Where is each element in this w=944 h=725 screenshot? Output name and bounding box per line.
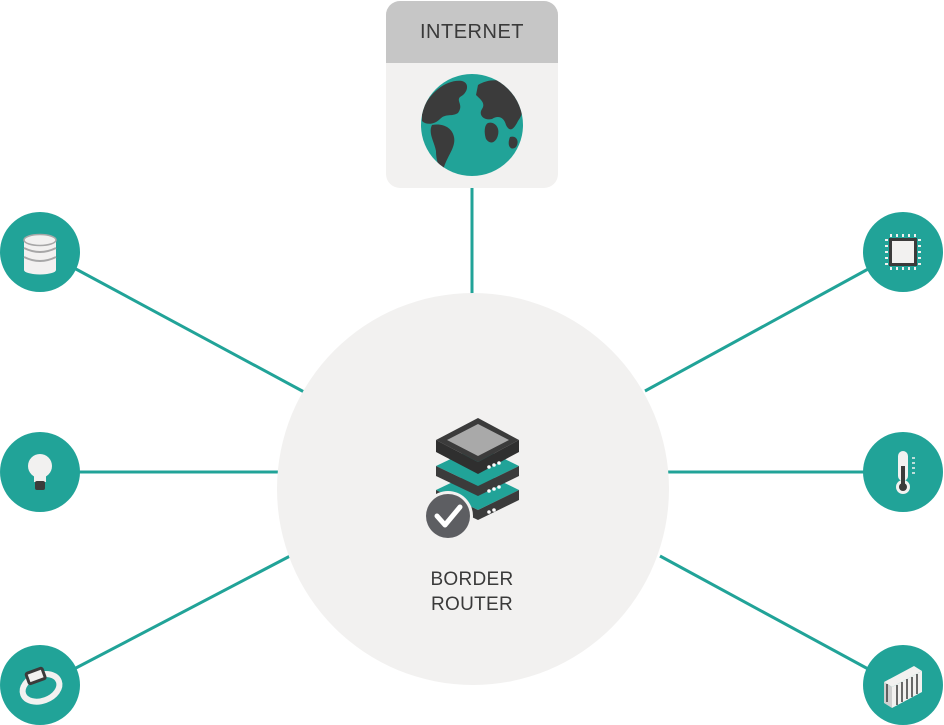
globe-icon [421, 74, 523, 176]
lightbulb-icon [28, 454, 52, 490]
link-smartwatch [73, 553, 293, 671]
server-stack-check-icon [423, 418, 519, 541]
radiator-icon [884, 666, 922, 708]
connector-lines [73, 188, 871, 672]
internet-card[interactable]: INTERNET [386, 1, 558, 188]
link-radiator [659, 554, 871, 672]
internet-label: INTERNET [386, 1, 558, 63]
border-router-label-line1: BORDER [430, 569, 514, 590]
thermometer-icon [896, 451, 915, 494]
smartwatch-node[interactable] [0, 645, 80, 725]
border-router-label: BORDER ROUTER [372, 567, 572, 617]
border-router-label-line2: ROUTER [430, 594, 514, 615]
link-chip [644, 266, 871, 393]
link-database [73, 266, 307, 395]
smartwatch-icon [19, 666, 63, 705]
database-icon [23, 233, 57, 275]
chip-icon [885, 234, 921, 270]
